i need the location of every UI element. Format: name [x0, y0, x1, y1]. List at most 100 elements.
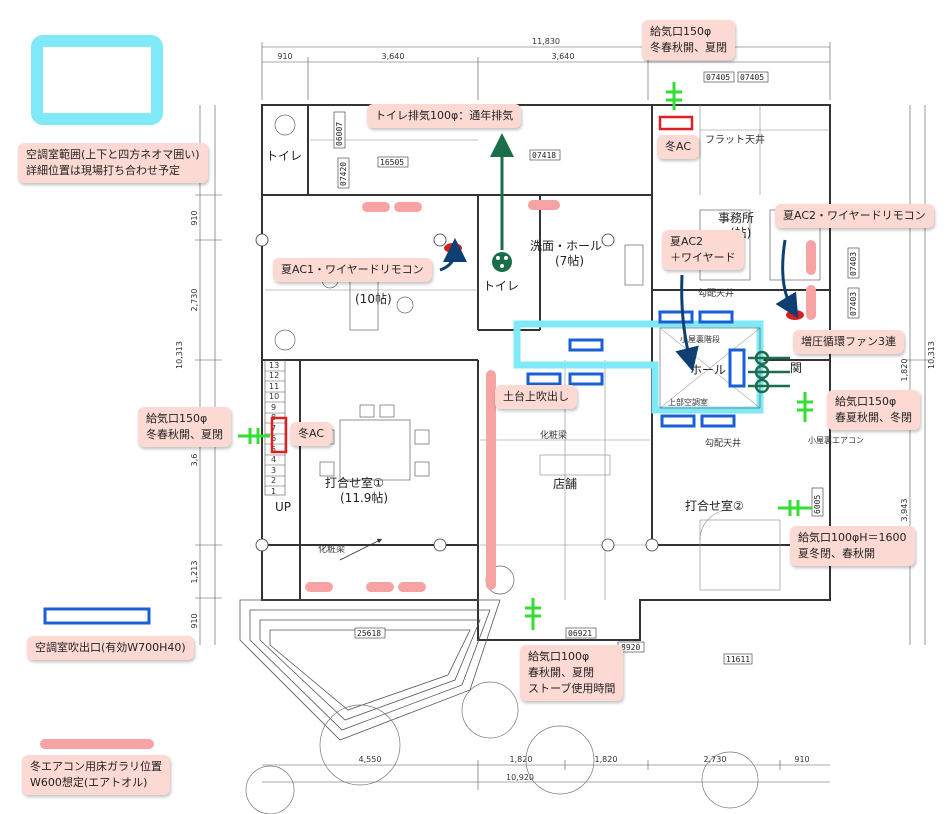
callout-arrows: [439, 238, 799, 372]
room-living-size: (10帖): [355, 291, 392, 306]
svg-text:9: 9: [271, 403, 276, 412]
room-office: 事務所: [718, 211, 754, 225]
svg-text:1: 1: [271, 487, 276, 496]
ac-outlets: [526, 310, 746, 428]
callout-toilet-exhaust: トイレ排気100φ：通年排気: [367, 104, 522, 128]
svg-text:06921: 06921: [568, 629, 592, 638]
callout-summer-ac2-right: 夏AC2・ワイヤードリモコン: [775, 204, 934, 228]
callout-summer-ac2-center: 夏AC2 ＋ワイヤード: [662, 230, 744, 270]
room-washroom: 洗面・ホール: [530, 239, 602, 253]
svg-text:07403: 07403: [849, 292, 858, 316]
ac-room-range: [513, 320, 764, 414]
toilet-exhaust: [490, 133, 514, 272]
entrance-label: 関: [790, 361, 802, 375]
dim-left-5: 910: [190, 613, 199, 628]
svg-text:6005: 6005: [813, 495, 822, 514]
svg-text:5: 5: [271, 445, 276, 454]
dim-bottom-5: 910: [794, 755, 809, 764]
dim-bottom-1: 4,550: [359, 755, 382, 764]
callout-supply-right-100: 給気口100φH＝1600 夏冬閉、春秋開: [790, 526, 915, 566]
attic-ac-label: 小屋裏エアコン: [808, 435, 864, 445]
legend-grille-swatch: [40, 739, 154, 749]
upper-ac-room-box: [659, 327, 761, 409]
dim-right-total: 10,313: [927, 341, 936, 369]
dim-top-2: 3,640: [382, 52, 405, 61]
makeup-beam-1: 化粧梁: [318, 543, 345, 555]
svg-text:16505: 16505: [380, 158, 404, 167]
svg-text:06007: 06007: [335, 122, 344, 146]
dim-bottom-total: 10,920: [506, 773, 534, 782]
svg-text:13: 13: [269, 361, 279, 370]
slope-ceiling-1: 勾配天井: [698, 287, 734, 299]
column-markers: [255, 233, 659, 552]
upper-ac-room-label: 上部空調室: [668, 397, 708, 407]
callout-winter-ac-left: 冬AC: [290, 422, 333, 446]
drawing-tag-labels: 06007 07420 16505 07418 07405 07405 0740…: [335, 73, 858, 664]
svg-text:4: 4: [271, 455, 276, 464]
hall-label: ホール: [690, 363, 726, 377]
callout-sill-outlet: 土台上吹出し: [495, 385, 577, 409]
dim-top-1: 910: [277, 52, 292, 61]
dim-left-2: 2,730: [190, 289, 199, 312]
svg-text:07405: 07405: [740, 73, 764, 82]
callout-supply-right-150: 給気口150φ 春夏秋開、冬閉: [827, 390, 920, 430]
dim-left-1: 910: [190, 210, 199, 225]
room-toilet-1: トイレ: [266, 149, 302, 163]
svg-text:07403: 07403: [849, 252, 858, 276]
callout-supply-top: 給気口150φ 冬春秋開、夏閉: [642, 20, 735, 60]
pressure-fans: [748, 350, 790, 394]
svg-text:3: 3: [271, 466, 276, 475]
room-labels: トイレ トイレ (10帖) 洗面・ホール (7帖) 事務所 (帖) フラット天井…: [266, 133, 864, 555]
dim-top-3: 3,640: [552, 52, 575, 61]
callout-supply-left-150: 給気口150φ 冬春秋開、夏閉: [138, 407, 231, 447]
floor-grilles: [305, 200, 816, 592]
legend-outlet-swatch: [43, 607, 151, 625]
winter-ac-markers: [270, 115, 694, 454]
svg-text:10: 10: [269, 392, 279, 401]
room-meeting-2: 打合せ室②: [685, 498, 744, 513]
svg-text:6: 6: [271, 434, 276, 443]
dim-left-total: 10,313: [175, 341, 184, 369]
callout-ac-range: 空調室範囲(上下と四方ネオマ囲い) 詳細位置は現場打ち合わせ予定: [18, 143, 208, 183]
dim-top-total: 11,830: [532, 37, 560, 46]
stair-step-numbers: 13 12 11 10 9 8 7 6 5 4 3 2 1: [269, 361, 279, 496]
svg-text:07418: 07418: [532, 151, 556, 160]
slope-ceiling-2: 勾配天井: [705, 437, 741, 449]
upper-ac-room-diag-2: [659, 327, 761, 409]
makeup-beam-2: 化粧梁: [540, 429, 567, 441]
callout-pressure-fan: 増圧循環ファン3連: [793, 330, 904, 354]
dim-right-1: 1,820: [900, 359, 909, 382]
tree-outlines: [245, 681, 759, 814]
dim-bottom-3: 1,820: [595, 755, 618, 764]
dim-left-3: 3,6: [190, 454, 199, 467]
callout-grille-legend: 冬エアコン用床ガラリ位置 W600想定(エアトオル): [22, 755, 170, 795]
stairs-up-label: UP: [275, 500, 291, 514]
svg-text:7: 7: [271, 424, 276, 433]
callout-winter-ac-top: 冬AC: [657, 135, 700, 159]
dimension-labels: 11,830 910 3,640 3,640 10,920 4,550 1,82…: [175, 37, 936, 782]
room-meeting-1: 打合せ室①: [325, 475, 384, 490]
callout-summer-ac1: 夏AC1・ワイヤードリモコン: [273, 258, 432, 282]
supply-vents: [238, 82, 813, 630]
legend-ac-range-swatch: [31, 35, 163, 125]
makeup-beam-arrow: [339, 538, 383, 561]
svg-text:11: 11: [269, 382, 279, 391]
svg-text:8920: 8920: [621, 643, 640, 652]
room-shop: 店舗: [553, 477, 577, 491]
room-meeting-1-size: (11.9帖): [340, 490, 388, 505]
dim-left-4: 1,213: [190, 561, 199, 584]
dim-bottom-4: 2,730: [704, 755, 727, 764]
drawing-tags: [333, 71, 860, 665]
flat-ceiling-label: フラット天井: [705, 133, 765, 146]
svg-text:07405: 07405: [706, 73, 730, 82]
furniture: [274, 114, 821, 595]
svg-text:11611: 11611: [726, 655, 750, 664]
svg-text:2: 2: [271, 476, 276, 485]
dim-right-2: 3,943: [900, 499, 909, 522]
dimension-lines: [195, 42, 930, 790]
room-washroom-size: (7帖): [555, 253, 584, 268]
attic-stairs-label: 小屋裏階段: [680, 334, 720, 344]
room-toilet-2: トイレ: [483, 279, 519, 293]
dim-bottom-2: 1,820: [510, 755, 533, 764]
